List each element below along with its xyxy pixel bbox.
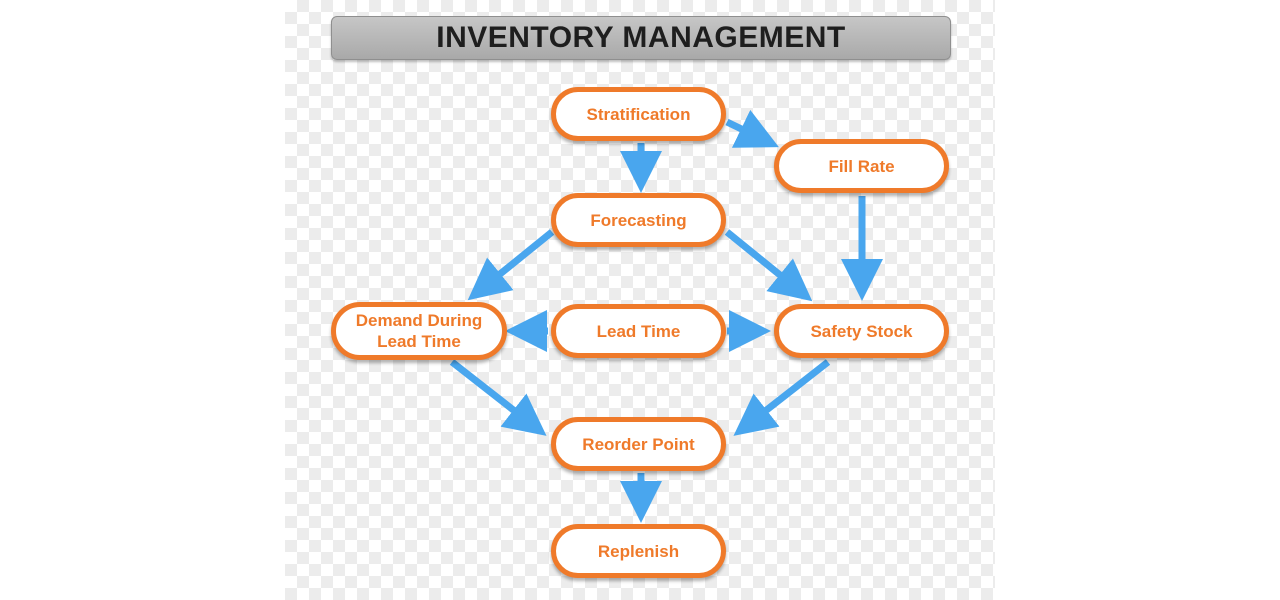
node-safety-stock: Safety Stock <box>774 304 949 358</box>
node-label: Forecasting <box>590 210 687 230</box>
diagram-title: INVENTORY MANAGEMENT <box>436 21 846 54</box>
arrow-safety-stock-to-reorder-point <box>733 359 831 436</box>
arrow-forecasting-to-safety-stock <box>724 229 813 302</box>
node-label-line-2: Lead Time <box>377 332 461 351</box>
node-label-line-1: Demand During <box>355 311 483 330</box>
arrow-demand-during-lead-time-to-reorder-point <box>449 359 547 436</box>
node-label: Fill Rate <box>828 156 895 176</box>
arrow-forecasting-to-demand-during-lead-time <box>467 229 555 301</box>
node-label: Replenish <box>597 541 680 561</box>
title-banner: INVENTORY MANAGEMENT <box>331 16 951 60</box>
node-reorder-point: Reorder Point <box>551 417 726 471</box>
node-stratification: Stratification <box>551 87 726 141</box>
node-lead-time: Lead Time <box>551 304 726 358</box>
node-label: Stratification <box>586 104 691 124</box>
node-fill-rate: Fill Rate <box>774 139 949 193</box>
node-label: Safety Stock <box>810 321 913 341</box>
node-label: Reorder Point <box>582 434 695 454</box>
node-replenish: Replenish <box>551 524 726 578</box>
node-label: Lead Time <box>596 321 681 341</box>
arrow-stratification-to-fill-rate <box>725 109 779 148</box>
node-forecasting: Forecasting <box>551 193 726 247</box>
node-demand-during-lead-time: Demand During Lead Time <box>331 302 507 360</box>
